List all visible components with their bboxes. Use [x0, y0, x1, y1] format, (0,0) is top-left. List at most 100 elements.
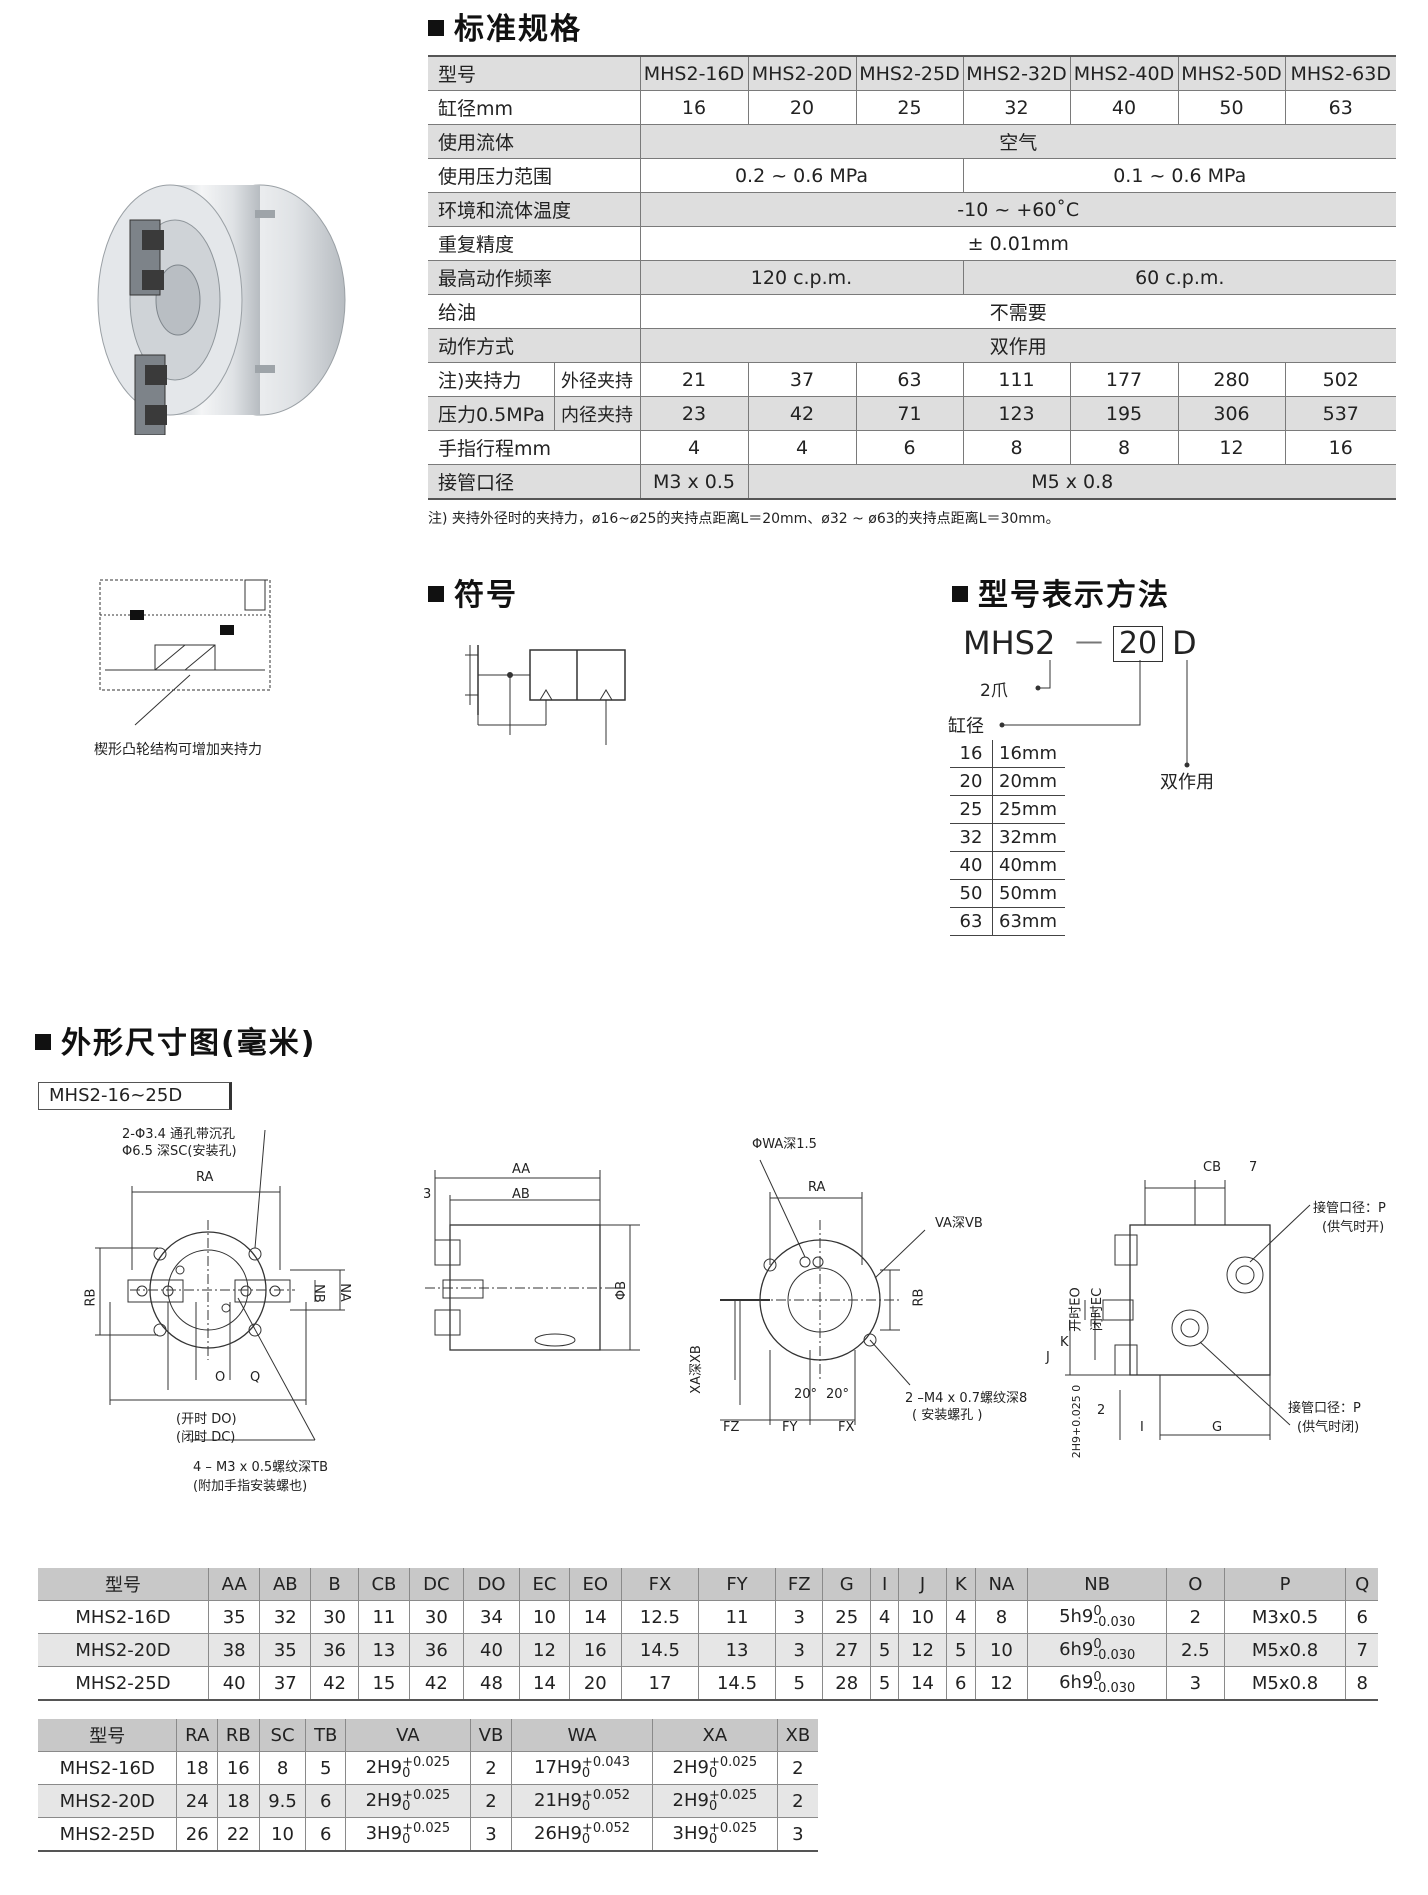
dim-cell: 14 — [519, 1666, 570, 1701]
dim-header-cell: 型号 — [38, 1568, 209, 1601]
spec-heading-text: 标准规格 — [454, 12, 582, 47]
spec-label: 最高动作频率 — [428, 260, 640, 295]
square-bullet-icon — [428, 586, 444, 602]
spec-row-bore: 缸径mm 16 20 25 32 40 50 63 — [428, 90, 1396, 125]
label-two: 2 — [1097, 1403, 1106, 1418]
dim-cell: 3 — [775, 1633, 823, 1667]
dim-header-cell: AA — [207, 1568, 260, 1601]
dim-cell: 12 — [898, 1633, 947, 1667]
dimensions-heading-text: 外形尺寸图(毫米) — [61, 1026, 317, 1061]
dim-cell: 26 — [176, 1817, 218, 1852]
symbol-heading: 符号 — [428, 570, 518, 614]
dim-cell: 35 — [259, 1633, 311, 1667]
spec-label: 缸径mm — [428, 90, 640, 125]
label-sc: Φ6.5 深SC(安装孔) — [122, 1144, 237, 1159]
port-view-drawing — [1065, 1180, 1311, 1440]
dim-cell: M3x0.5 — [1223, 1600, 1346, 1634]
dim-cell: 10 — [974, 1633, 1028, 1667]
dim-cell: 30 — [310, 1600, 359, 1634]
spec-cell: 25 — [855, 90, 963, 125]
dim-header-cell: RB — [217, 1719, 260, 1752]
dim-cell: 14 — [568, 1600, 622, 1634]
dim-cell: 40 — [207, 1666, 260, 1701]
spec-cell: 177 — [1069, 362, 1178, 397]
dim-cell: 2 — [469, 1784, 512, 1818]
dim-cell: 24 — [176, 1784, 218, 1818]
spec-cell: 40 — [1069, 90, 1178, 125]
label-do: (开时 DO) — [176, 1412, 237, 1427]
label-m4: 2 –M4 x 0.7螺纹深8 — [905, 1391, 1028, 1406]
dim-header-cell: P — [1223, 1568, 1346, 1601]
tol-upper: +0.025 — [402, 1755, 451, 1770]
label-rb: RB — [83, 1288, 99, 1307]
tol-base: 2H9 — [365, 1790, 403, 1811]
tol-base: 2H9 — [365, 1757, 403, 1778]
dim-cell: 11 — [697, 1600, 776, 1634]
spec-cell: 50 — [1177, 90, 1285, 125]
spec-label: 动作方式 — [428, 328, 640, 363]
dim-cell: MHS2-16D — [38, 1751, 177, 1785]
dim-cell: 8 — [258, 1751, 306, 1785]
spec-cell: 12 — [1177, 430, 1285, 465]
dim1-header-row: 型号 AA AB B CB DC DO EC EO FX FY FZ G I J… — [38, 1568, 1378, 1601]
label-deg1: 20° — [794, 1387, 818, 1402]
tol-lower: 0 — [402, 1799, 411, 1814]
dim-header-cell: AB — [259, 1568, 311, 1601]
spec-heading: 标准规格 — [428, 4, 582, 48]
tol-base: 3H9 — [365, 1823, 403, 1844]
dim-cell: 6 — [1345, 1600, 1378, 1634]
dim-cell: 10 — [898, 1600, 947, 1634]
dim-header-cell: WA — [511, 1719, 653, 1752]
dim-cell: 6 — [305, 1817, 346, 1852]
dim-cell: 4 — [945, 1600, 976, 1634]
label-j: J — [1046, 1350, 1050, 1365]
tol-base: 6h9 — [1059, 1639, 1094, 1660]
spec-row-temp: 环境和流体温度 -10 ~ +60˚C — [428, 192, 1396, 227]
tol-base: 6h9 — [1059, 1672, 1094, 1693]
dim-cell: 5 — [945, 1633, 976, 1667]
tol-base: 5h9 — [1059, 1606, 1094, 1627]
dim-cell: 2 — [776, 1751, 818, 1785]
tol-lower: -0.030 — [1093, 1681, 1136, 1696]
dim1-row: MHS2-20D 38 35 36 13 36 40 12 16 14.5 13… — [38, 1633, 1378, 1667]
dim-cell: 3 — [776, 1817, 818, 1852]
label-i: I — [1140, 1420, 1144, 1435]
dimensions-heading: 外形尺寸图(毫米) — [35, 1018, 316, 1062]
dim-header-cell: XA — [651, 1719, 778, 1752]
label-q: Q — [250, 1370, 261, 1385]
tol-stack: 0-0.030 — [1093, 1638, 1135, 1662]
side-view-drawing — [425, 1170, 640, 1351]
spec-cell: 120 c.p.m. — [639, 260, 963, 295]
tol-stack: 0-0.030 — [1093, 1671, 1136, 1696]
dim-cell: 6 — [305, 1784, 346, 1818]
model-code-dash: — — [1075, 624, 1103, 657]
spec-cell: 537 — [1284, 396, 1396, 431]
bore-size: 25mm — [992, 795, 1065, 824]
spec-cell: 502 — [1284, 362, 1396, 397]
label-va: VA深VB — [935, 1216, 983, 1231]
tol-upper: +0.025 — [402, 1788, 451, 1803]
spec-row-inner-force: 压力0.5MPa 内径夹持 23 42 71 123 195 306 537 — [428, 396, 1396, 431]
dim-cell: 13 — [357, 1633, 410, 1667]
spec-label: 使用压力范围 — [428, 158, 640, 193]
dim-cell: 12 — [519, 1633, 570, 1667]
dim1-row: MHS2-25D 40 37 42 15 42 48 14 20 17 14.5… — [38, 1666, 1378, 1701]
spec-header-cell: MHS2-32D — [962, 55, 1070, 91]
label-three: 3 — [423, 1187, 432, 1202]
dim-cell: 3 — [469, 1817, 512, 1852]
square-bullet-icon — [428, 20, 444, 36]
spec-cell: 21 — [639, 362, 748, 397]
dim2-header-row: 型号 RA RB SC TB VA VB WA XA XB — [38, 1719, 818, 1752]
spec-cell: 0.2 ~ 0.6 MPa — [639, 158, 963, 193]
dim-cell: 10 — [519, 1600, 570, 1634]
spec-cell: 111 — [962, 362, 1070, 397]
label-dc: (闭时 DC) — [176, 1430, 236, 1445]
spec-header-cell: MHS2-50D — [1177, 55, 1285, 91]
label-port-open: 接管口径：P — [1313, 1201, 1386, 1216]
dimension-table-1: 型号 AA AB B CB DC DO EC EO FX FY FZ G I J… — [38, 1568, 1378, 1701]
